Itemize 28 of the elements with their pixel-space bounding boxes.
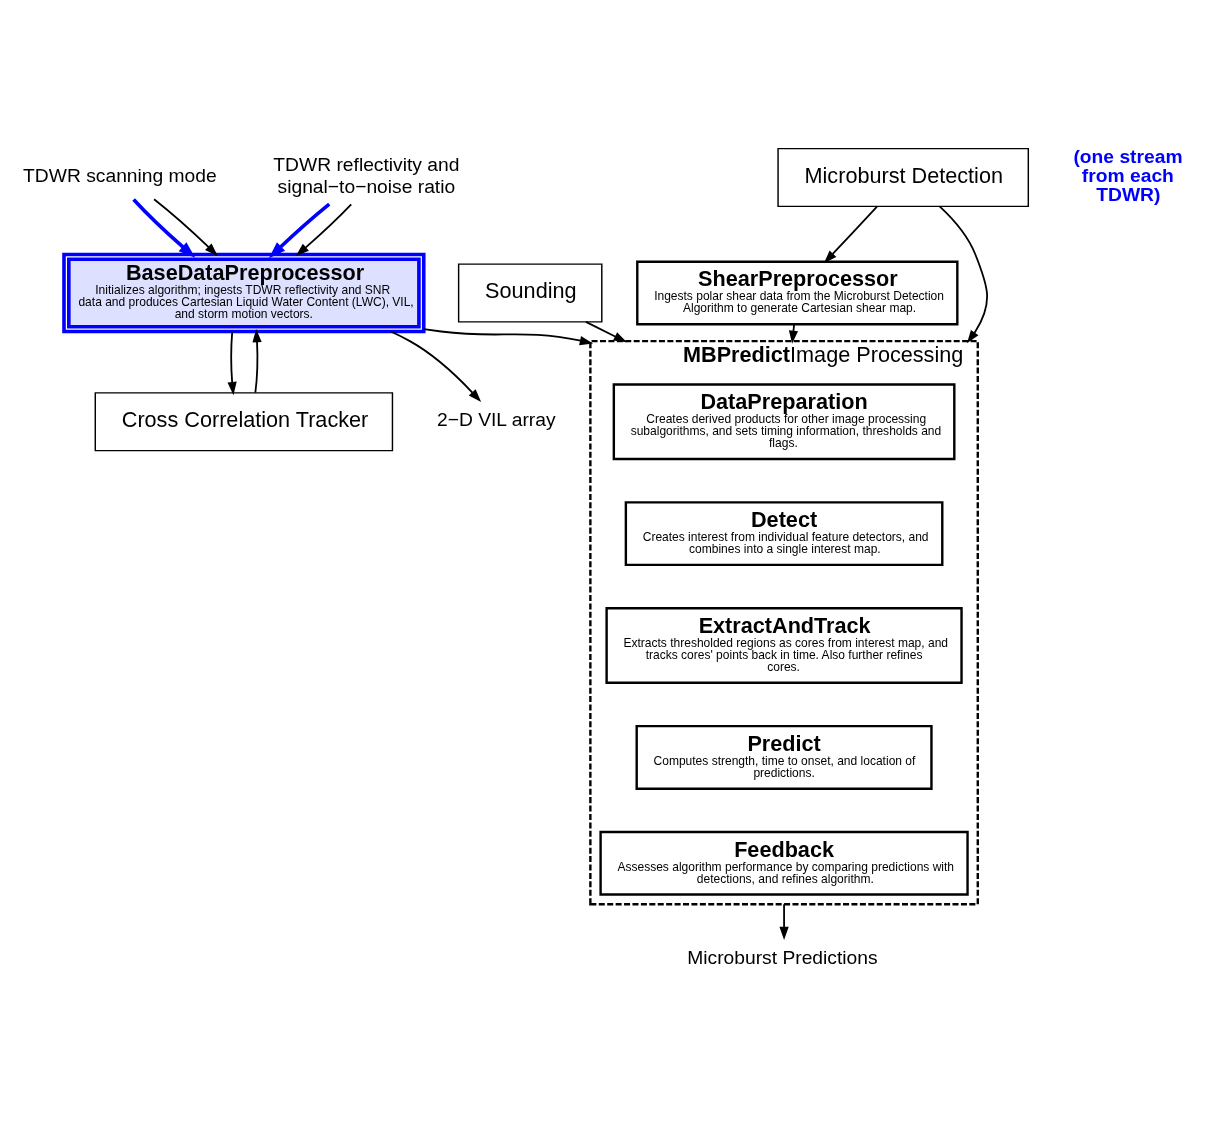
arrow: [938, 205, 988, 343]
arrow: [153, 197, 218, 256]
node-box: Detect Creates interest from individual feature detectors, and combines into a single interest map.: [624, 500, 944, 566]
node-box: Feedback Assesses algorithm performance by comparing predictions with detections, and refines algorithm.: [599, 830, 969, 896]
arrow: [585, 320, 627, 342]
node-box: Predict Computes strength, time to onset, and location of predictions.: [635, 724, 933, 790]
arrow: [252, 328, 262, 393]
node-text: 2−D VIL array: [436, 408, 556, 430]
node-box: Sounding: [457, 262, 603, 323]
arrow: [823, 205, 878, 263]
node-box: Cross Correlation Tracker: [94, 391, 394, 451]
node-box: ExtractAndTrack Extracts thresholded regions as cores from interest map, and tracks cores' points back in time. Also further refines cores.: [605, 606, 963, 684]
node-box: BaseDataPreprocessor Initializes algorithm; ingests TDWR reflectivity and SNR data and produces Cartesian Liquid Water Content (LWC), VIL, and storm motion vectors.: [62, 252, 426, 333]
arrow: [295, 202, 353, 256]
node-box: ShearPreprocessor Ingests polar shear data from the Microburst Detection Algorithm to generate Cartesian shear map.: [636, 260, 959, 325]
node-box: DataPreparation Creates derived products for other image processing subalgorithms, and sets timing information, thresholds and flags.: [612, 382, 956, 460]
arrow: [132, 197, 196, 258]
arrow: [268, 202, 331, 258]
arrow: [389, 330, 482, 402]
node-text: Microburst Predictions: [687, 946, 878, 968]
arrow: [422, 327, 594, 345]
node-text: TDWR reflectivity and signal−to−noise ratio: [273, 153, 460, 197]
arrow: [227, 330, 237, 395]
node-box: Microburst Detection: [777, 147, 1029, 207]
arrow: [779, 902, 789, 940]
label: (one stream from each TDWR): [1073, 145, 1183, 205]
arrow: [788, 323, 799, 344]
node-text: TDWR scanning mode: [23, 164, 217, 186]
